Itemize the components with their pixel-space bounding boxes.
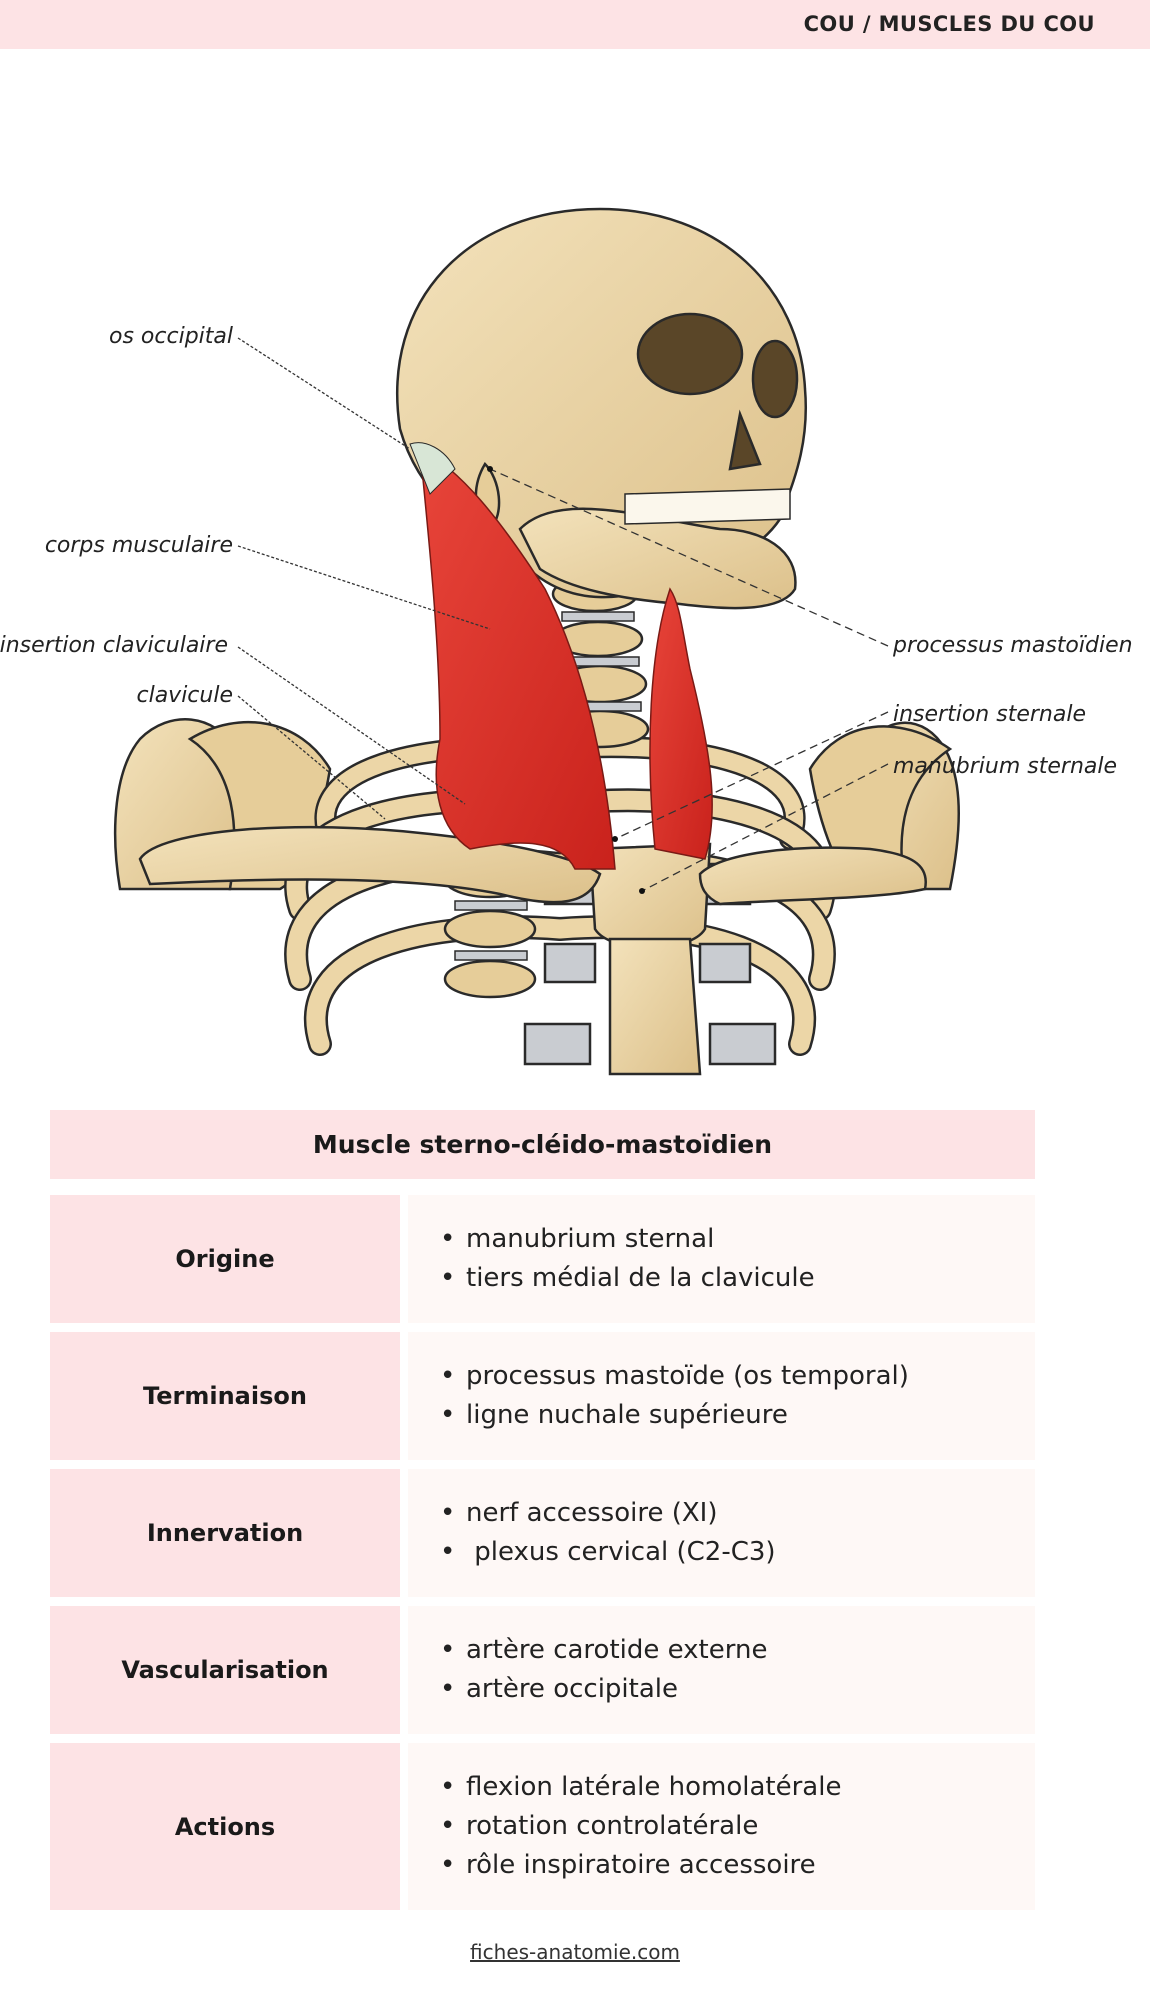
footer: fiches-anatomie.com (0, 1940, 1150, 1964)
row-label: Terminaison (50, 1332, 400, 1460)
scm-tendon-top (409, 442, 456, 495)
header-bar: COU / MUSCLES DU COU (0, 0, 1150, 49)
row-label: Origine (50, 1195, 400, 1323)
row-label: Vascularisation (50, 1606, 400, 1734)
list-item: artère carotide externe (438, 1631, 767, 1670)
table-row-vascularisation: Vascularisation artère carotide externe … (50, 1606, 1035, 1734)
anatomy-illustration (113, 207, 960, 1076)
row-content: manubrium sternal tiers médial de la cla… (408, 1195, 1035, 1323)
leader-lines (237, 337, 889, 892)
muscle-info-table: Origine manubrium sternal tiers médial d… (50, 1195, 1035, 1919)
orbit (636, 312, 744, 396)
list-item: rotation controlatérale (438, 1807, 841, 1846)
table-row-innervation: Innervation nerf accessoire (XI) plexus … (50, 1469, 1035, 1597)
row-content: processus mastoïde (os temporal) ligne n… (408, 1332, 1035, 1460)
row-label: Innervation (50, 1469, 400, 1597)
row-content: nerf accessoire (XI) plexus cervical (C2… (408, 1469, 1035, 1597)
scm-muscle-right (649, 587, 713, 860)
costal-cartilage (523, 1022, 592, 1066)
row-content: artère carotide externe artère occipital… (408, 1606, 1035, 1734)
list-item: artère occipitale (438, 1670, 767, 1709)
table-title: Muscle sterno-cléido-mastoïdien (312, 1130, 773, 1159)
row-label: Actions (50, 1743, 400, 1910)
list-item: ligne nuchale supérieure (438, 1396, 909, 1435)
list-item: rôle inspiratoire accessoire (438, 1846, 841, 1885)
costal-cartilage (698, 942, 752, 984)
sternum-body (608, 937, 702, 1076)
orbit (751, 339, 799, 419)
breadcrumb: COU / MUSCLES DU COU (803, 12, 1095, 36)
row-content: flexion latérale homolatérale rotation c… (408, 1743, 1035, 1910)
costal-cartilage (543, 942, 597, 984)
list-item: manubrium sternal (438, 1220, 815, 1259)
list-item: plexus cervical (C2-C3) (438, 1533, 776, 1572)
list-item: nerf accessoire (XI) (438, 1494, 776, 1533)
right-clavicle (698, 846, 927, 906)
nasal-cavity (728, 409, 762, 471)
rib-4-fill (306, 917, 814, 1054)
table-title-row: Muscle sterno-cléido-mastoïdien (50, 1110, 1035, 1179)
costal-cartilage (708, 1022, 777, 1066)
list-item: tiers médial de la clavicule (438, 1259, 815, 1298)
scm-muscle-left (419, 447, 616, 870)
table-row-origine: Origine manubrium sternal tiers médial d… (50, 1195, 1035, 1323)
table-row-terminaison: Terminaison processus mastoïde (os tempo… (50, 1332, 1035, 1460)
teeth-upper (624, 488, 791, 525)
site-link[interactable]: fiches-anatomie.com (470, 1940, 680, 1964)
list-item: flexion latérale homolatérale (438, 1768, 841, 1807)
list-item: processus mastoïde (os temporal) (438, 1357, 909, 1396)
table-row-actions: Actions flexion latérale homolatérale ro… (50, 1743, 1035, 1910)
